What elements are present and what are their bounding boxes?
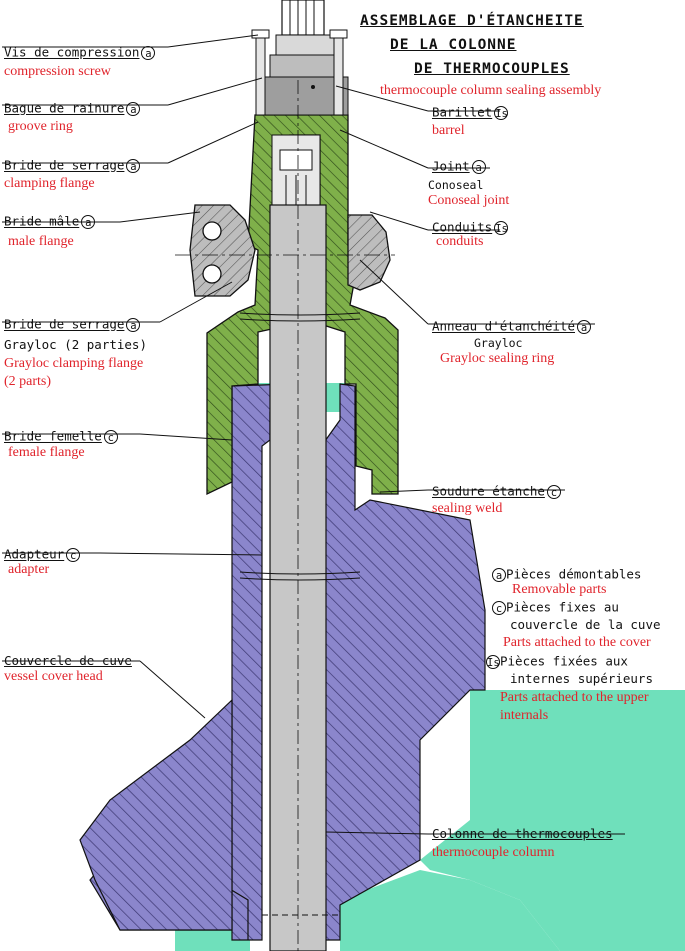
label-joint-en: Conoseal joint	[428, 193, 510, 208]
label-grayloc-flange-en1: Grayloc clamping flange	[4, 356, 144, 371]
legend-internals-en2: internals	[500, 708, 549, 723]
label-couvercle-en: vessel cover head	[4, 669, 103, 684]
internals-mark-icon: Is	[494, 221, 509, 235]
cover-mark-icon: c	[546, 485, 561, 499]
removable-mark-icon: a	[81, 215, 96, 229]
label-joint-sub: Conoseal	[428, 178, 484, 192]
removable-mark-icon: a	[126, 318, 141, 332]
label-grayloc-flange-en2: (2 parts)	[4, 374, 52, 389]
cover-mark-icon: c	[492, 601, 506, 615]
label-bride-serrage-en: clamping flange	[4, 176, 95, 191]
label-conduits-en: conduits	[436, 234, 484, 249]
removable-mark-icon: a	[126, 102, 141, 116]
legend-removable-en: Removable parts	[512, 582, 607, 597]
label-anneau-sub: Grayloc	[474, 336, 523, 350]
label-soudure-en: sealing weld	[432, 501, 503, 516]
legend-internals-fr1: IsPièces fixées aux	[486, 653, 628, 669]
internals-mark-icon: Is	[486, 655, 500, 669]
title-line-3: DE THERMOCOUPLES	[414, 61, 570, 77]
label-colonne-en: thermocouple column	[432, 845, 555, 860]
label-bride-femelle-en: female flange	[8, 445, 85, 460]
thermocouple-column	[262, 80, 340, 951]
label-grayloc-flange-sub: Grayloc (2 parties)	[4, 337, 147, 352]
label-colonne-fr: Colonne de thermocouples	[432, 826, 613, 841]
label-bride-male-en: male flange	[8, 234, 74, 249]
vessel-cover-head	[79, 383, 486, 941]
legend-cover-en: Parts attached to the cover	[503, 635, 651, 650]
conduits-lobe	[347, 214, 391, 291]
removable-mark-icon: a	[471, 160, 486, 174]
legend-internals-fr2: internes supérieurs	[510, 671, 653, 686]
internals-mark-icon: Is	[494, 106, 509, 120]
cover-mark-icon: c	[66, 548, 81, 562]
title-line-2: DE LA COLONNE	[390, 37, 517, 53]
label-vis-en: compression screw	[4, 64, 111, 79]
construction-lines	[175, 254, 395, 581]
top-hardware	[251, 0, 349, 206]
title-english: thermocouple column sealing assembly	[380, 83, 602, 98]
label-couvercle-fr: Couvercle de cuve	[4, 653, 132, 668]
label-barillet-en: barrel	[432, 123, 465, 138]
label-anneau-en: Grayloc sealing ring	[440, 351, 555, 366]
legend-internals-en1: Parts attached to the upper	[500, 690, 649, 705]
male-flange-plate	[189, 204, 256, 297]
label-adapteur-en: adapter	[8, 562, 50, 577]
removable-mark-icon: a	[126, 159, 141, 173]
legend-cover-fr2: couvercle de la cuve	[510, 617, 661, 632]
removable-mark-icon: a	[492, 568, 506, 582]
leader-lines	[2, 34, 625, 835]
label-bague-en: groove ring	[8, 119, 73, 134]
removable-mark-icon: a	[577, 320, 591, 334]
removable-mark-icon: a	[141, 46, 156, 60]
title-line-1: ASSEMBLAGE D'ÉTANCHEITE	[360, 13, 584, 29]
cover-mark-icon: c	[103, 430, 118, 444]
